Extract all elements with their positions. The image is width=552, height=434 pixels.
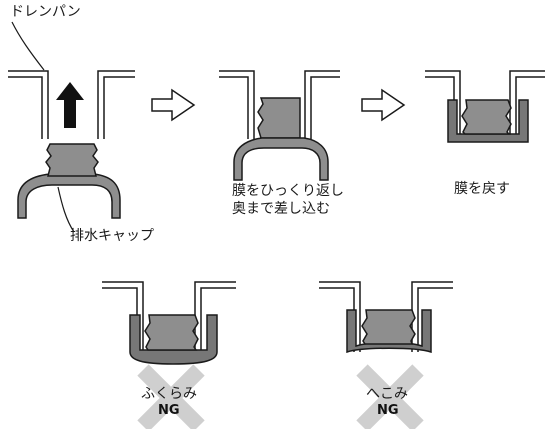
step2-drain-pan — [219, 70, 340, 139]
right-arrow-icon — [151, 88, 196, 122]
ng-bulge-label: ふくらみ — [141, 386, 197, 402]
step1-drain-cap — [17, 143, 121, 219]
ng-dent-drain-cap — [346, 309, 432, 354]
drain-cap-leader-line — [57, 186, 75, 233]
drain-pan-leader-line — [11, 21, 45, 71]
ng-bulge-mark: NG — [158, 403, 180, 418]
step2-label-line1: 膜をひっくり返し — [232, 183, 344, 199]
step1-drain-pan — [8, 70, 135, 139]
step2-label-line2: 奥まで差し込む — [232, 200, 330, 217]
up-arrow-icon — [56, 82, 84, 128]
ng-bulge-drain-cap — [129, 314, 218, 365]
right-arrow-icon — [361, 88, 406, 122]
x-cross-icon — [137, 364, 205, 432]
step2-drain-cap — [233, 97, 329, 181]
drain-cap-label: 排水キャップ — [70, 228, 154, 244]
drain-pan-label: ドレンパン — [10, 4, 81, 20]
step3-label: 膜を戻す — [454, 181, 510, 197]
x-cross-icon — [356, 364, 424, 432]
ng-dent-label: へこみ — [366, 386, 408, 402]
ng-dent-mark: NG — [377, 403, 399, 418]
step3-drain-cap — [447, 99, 529, 143]
